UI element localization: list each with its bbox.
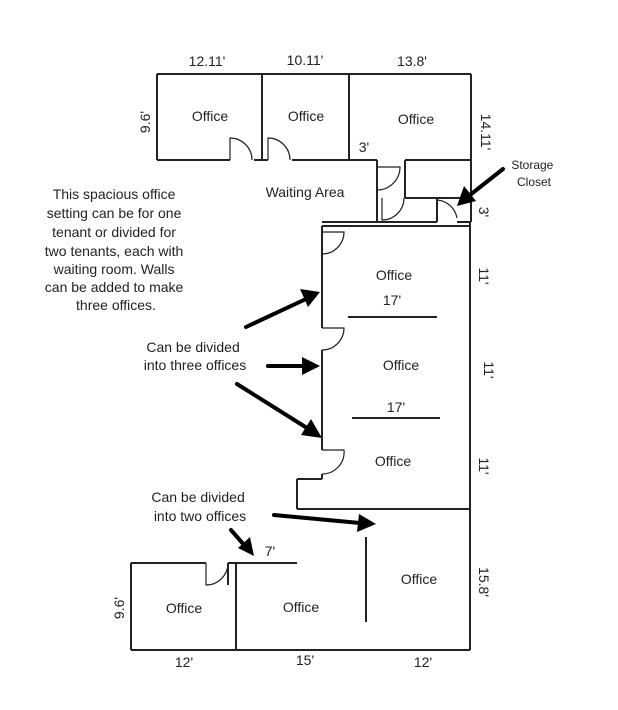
dim-bottom-c: 12' (414, 654, 432, 670)
notes: This spacious office setting can be for … (45, 158, 556, 524)
room-office-3: Office (398, 111, 435, 127)
arrow-two-2 (229, 528, 247, 548)
three-offices-line: Can be divided (146, 339, 239, 355)
dim-hall: 3' (359, 139, 369, 155)
arrow-three-1-head (300, 289, 320, 307)
door-mid-1 (321, 231, 345, 255)
description-line: setting can be for one (47, 205, 182, 221)
arrow-storage (468, 167, 505, 197)
arrow-three-1 (244, 297, 308, 329)
arrow-three-3 (235, 382, 309, 430)
dim-right-bottom: 15.8' (476, 567, 492, 597)
arrow-two-1 (272, 513, 362, 525)
storage-line: Closet (517, 175, 552, 189)
dim-right-mid-3: 11' (476, 457, 492, 474)
dim-bottom-b: 15' (296, 652, 314, 668)
door-hall-a (376, 166, 401, 191)
description-line: This spacious office (53, 186, 176, 202)
dim-top-b: 10.11' (287, 52, 324, 68)
dim-right-mid-1: 11' (476, 267, 492, 284)
dim-small: 7' (265, 543, 275, 559)
door-office1 (229, 137, 253, 161)
two-offices-note: Can be divided into two offices (151, 489, 248, 524)
dimension-labels: 12.11' 10.11' 13.8' 9.6' 14.11' 3' 3' 11… (111, 52, 497, 670)
room-waiting-area: Waiting Area (266, 184, 345, 200)
dim-left-top: 9.6' (137, 111, 153, 133)
dim-right-mid-2: 11' (481, 361, 497, 378)
arrow-three-2-head (302, 357, 320, 375)
door-closet (436, 199, 458, 222)
description-line: can be added to make (45, 279, 184, 295)
description-line: waiting room. Walls (53, 261, 175, 277)
door-mid-2 (321, 327, 345, 351)
dim-top-c: 13.8' (397, 53, 427, 69)
room-office-9: Office (283, 599, 320, 615)
three-offices-note: Can be divided into three offices (144, 339, 246, 373)
arrow-storage-head (457, 186, 476, 206)
room-office-2: Office (288, 108, 325, 124)
description-line: tenant or divided for (52, 224, 176, 240)
dim-left-bottom: 9.6' (111, 597, 127, 619)
dim-top-a: 12.11' (189, 53, 226, 69)
dim-interior-2: 17' (387, 399, 405, 415)
description-line: three offices. (76, 297, 156, 313)
arrow-two-2-head (238, 537, 254, 556)
room-office-1: Office (192, 108, 229, 124)
door-office2 (267, 137, 291, 161)
arrows (229, 167, 505, 556)
arrow-two-1-head (357, 514, 376, 532)
room-office-8: Office (166, 600, 203, 616)
room-labels: Office Office Office Waiting Area Office… (166, 108, 438, 616)
two-offices-line: into two offices (154, 508, 246, 524)
description-note: This spacious office setting can be for … (45, 186, 187, 313)
room-office-6: Office (375, 453, 412, 469)
description-line: two tenants, each with (45, 243, 184, 259)
dim-closet: 3' (476, 207, 492, 217)
two-offices-line: Can be divided (151, 489, 244, 505)
dim-right-top: 14.11' (478, 114, 494, 151)
storage-line: Storage (511, 158, 553, 172)
arrow-three-3-head (301, 419, 322, 438)
room-office-5: Office (383, 357, 420, 373)
dim-bottom-a: 12' (175, 654, 193, 670)
doors (205, 137, 458, 586)
dim-interior-1: 17' (383, 292, 401, 308)
room-office-7: Office (401, 571, 438, 587)
three-offices-line: into three offices (144, 357, 246, 373)
room-office-4: Office (376, 267, 413, 283)
storage-closet-note: Storage Closet (511, 158, 556, 189)
door-hall-b (381, 197, 405, 221)
door-mid-3 (321, 449, 345, 475)
door-bottom (205, 562, 229, 586)
